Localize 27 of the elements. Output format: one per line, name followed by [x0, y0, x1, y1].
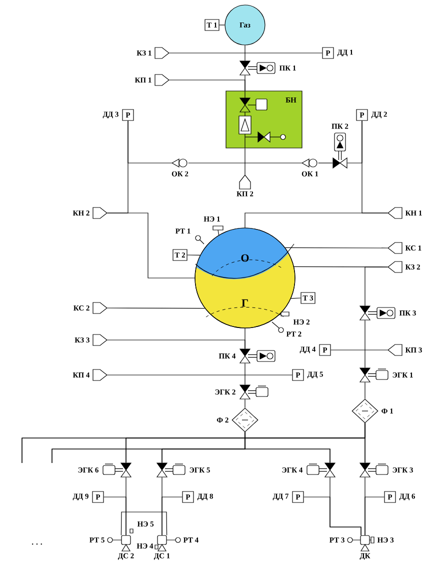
pipe-line: [188, 162, 302, 164]
zone-label: Г: [242, 299, 248, 307]
zone-label: О: [241, 254, 249, 262]
pipe-line: [107, 212, 195, 278]
pipe-line: [244, 148, 246, 175]
pipe-line: [244, 399, 246, 408]
pipe-line: [187, 254, 200, 256]
pipe-line: [304, 496, 362, 536]
pipe-line: [364, 382, 366, 399]
pipe-line: [104, 496, 126, 536]
pipe-line: [169, 80, 246, 91]
pipe-line: [107, 340, 246, 349]
pipe-line: [284, 247, 388, 248]
pipe-line: [364, 320, 366, 368]
pipe-line: [107, 374, 292, 376]
pipe-line: [120, 512, 168, 536]
pipe-line: [318, 162, 333, 164]
pipe-line: [290, 298, 301, 299]
pipe-line: [364, 266, 388, 306]
pipe-line: [162, 496, 182, 536]
pipe-line: [107, 308, 206, 309]
pipe-line: [244, 45, 246, 61]
pipe-line: [244, 363, 246, 385]
pipe-line: [219, 24, 225, 26]
pipe-line: [244, 212, 388, 228]
pipe-line: [364, 496, 384, 536]
pipe-line: [169, 52, 322, 54]
